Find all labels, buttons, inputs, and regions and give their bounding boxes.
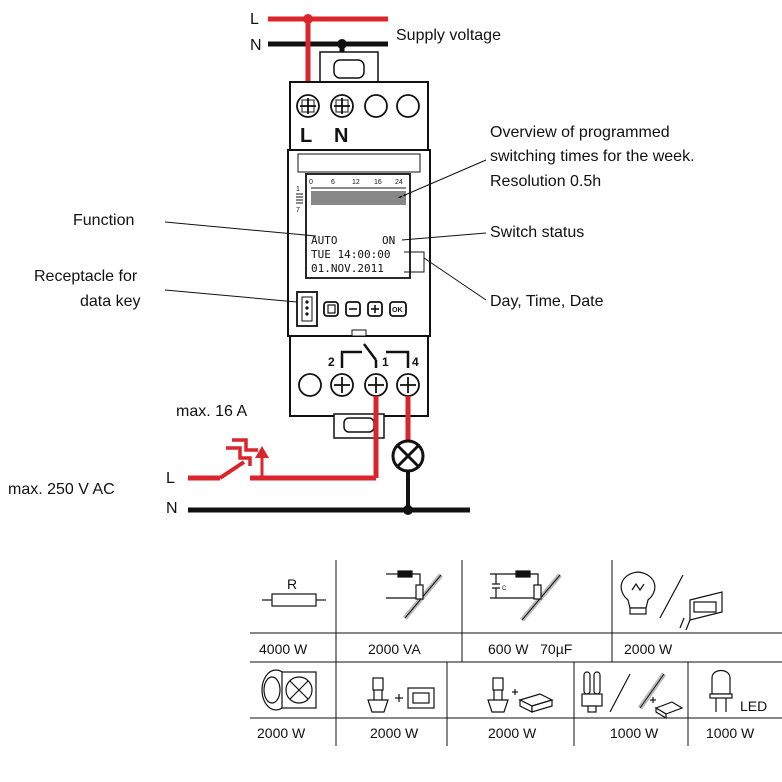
day-time-date-bracket [404,251,425,273]
load-value-dimmer: 2000 W [257,725,306,741]
load-value-incandescent: 2000 W [624,641,673,657]
supply-n-label: N [250,37,262,54]
top-clip-slot [333,59,365,79]
terminal-n-label: N [334,125,348,147]
lcd-display: 0 6 12 16 24 1 7 AUTO ON TUE 14:00:00 01… [296,173,411,279]
overview-label-line1: Overview of programmed [490,124,670,141]
function-leader [164,221,317,237]
lcd-day-time: TUE 14:00:00 [311,248,390,261]
relay-terminal-1-label: 1 [382,355,389,369]
bottom-clip-slot [343,417,375,433]
lamp-cross [395,443,421,469]
led-icon [709,669,733,712]
callouts: Overview of programmed switching times f… [34,124,695,310]
ok-button[interactable] [389,301,407,317]
load-value-fluorescent: 2000 VA [368,641,421,657]
lcd-scale-16: 16 [374,179,382,186]
load-value-led: 1000 W [706,725,755,741]
capacitor-symbol: C [502,586,507,592]
receptacle-pin [305,312,309,316]
dimmer-fan-icon [261,669,317,711]
lcd-mode: AUTO [311,234,338,247]
receptacle-leader [164,289,298,303]
menu-icon [327,304,336,314]
relay-terminal-2-lead [340,350,362,368]
switch-actuator [232,438,258,452]
unused-terminal-bottom [298,373,322,397]
max-current-label: max. 16 A [176,403,247,420]
weekly-bar-chart [311,191,406,205]
receptacle-pin [305,306,309,310]
relay-terminal-4-label: 4 [412,355,419,369]
bottom-terminals [298,373,420,397]
day-time-date-leader [423,257,487,301]
lcd-day-mark-7: 7 [296,207,300,214]
day-time-date-label: Day, Time, Date [490,293,604,310]
halogen-transformer-icon [367,677,435,713]
loads-table [250,560,782,746]
relay-switch-blade [363,343,377,361]
lcd-scale-6: 6 [331,179,335,186]
function-label: Function [73,212,134,229]
overview-label-line3: Resolution 0.5h [490,173,601,190]
lcd-day-mark-1: 1 [296,186,300,193]
fluorescent-lamp-icon [386,570,443,620]
load-n-label: N [166,500,178,517]
supply-l-label: L [250,11,259,28]
lcd-day-ticks [296,193,303,204]
switch-actuator [226,446,252,466]
panel-upper-recess [297,153,421,173]
lcd-scale-0: 0 [309,179,313,186]
terminal-l-label: L [300,125,312,147]
led-symbol: LED [740,698,767,714]
load-value-halogen-electronic: 2000 W [488,725,537,741]
incandescent-halogen-lamp-icon [620,571,723,631]
halogen-electronic-transformer-icon [487,677,554,713]
load-value-resistive: 4000 W [259,641,308,657]
panel-latch [351,329,367,337]
lcd-scale-12: 12 [352,179,360,186]
load-circuit: max. 16 A max. 250 V AC L N [8,396,470,517]
overview-leader [397,159,487,199]
resistor-symbol: R [287,576,297,592]
load-l-label: L [166,470,175,487]
compensated-fluorescent-lamp-icon [490,570,562,622]
screw-square [335,99,349,113]
load-value-halogen-transformer: 2000 W [370,725,419,741]
lcd-frame [305,173,411,279]
switch-status-leader [401,232,487,241]
relay-contact [340,343,410,368]
relay-terminal-2-label: 2 [328,355,335,369]
overview-label-line2: switching times for the week. [490,148,695,165]
supply-voltage-label: Supply voltage [396,27,501,44]
external-switch-blade [218,460,246,480]
switch-arrow-head [255,446,269,458]
lcd-status: ON [382,234,395,247]
max-voltage-label: max. 250 V AC [8,481,115,498]
relay-terminal-4-lead [386,350,410,368]
supply-lines: L N Supply voltage [250,11,501,96]
lcd-scale-24: 24 [395,179,403,186]
unused-terminal-4 [396,94,420,118]
receptacle-pin [305,300,309,304]
menu-button[interactable] [323,301,339,317]
receptacle-label-line2: data key [80,293,140,310]
receptacle-label-line1: Receptacle for [34,268,138,285]
front-controls [296,291,407,327]
ok-button-label: OK [392,307,403,314]
screw-square [301,99,315,113]
load-value-compact-fluorescent: 1000 W [610,725,659,741]
unused-terminal-3 [364,94,388,118]
lcd-date: 01.NOV.2011 [311,262,384,275]
lamp-n-junction [403,505,413,515]
load-value-compensated: 600 W 70µF [488,641,572,657]
switch-status-label: Switch status [490,224,584,241]
resistor-icon [262,593,326,607]
receptacle-slot [301,296,313,322]
compact-fluorescent-lamp-icon [581,671,684,720]
top-terminals [296,94,420,118]
